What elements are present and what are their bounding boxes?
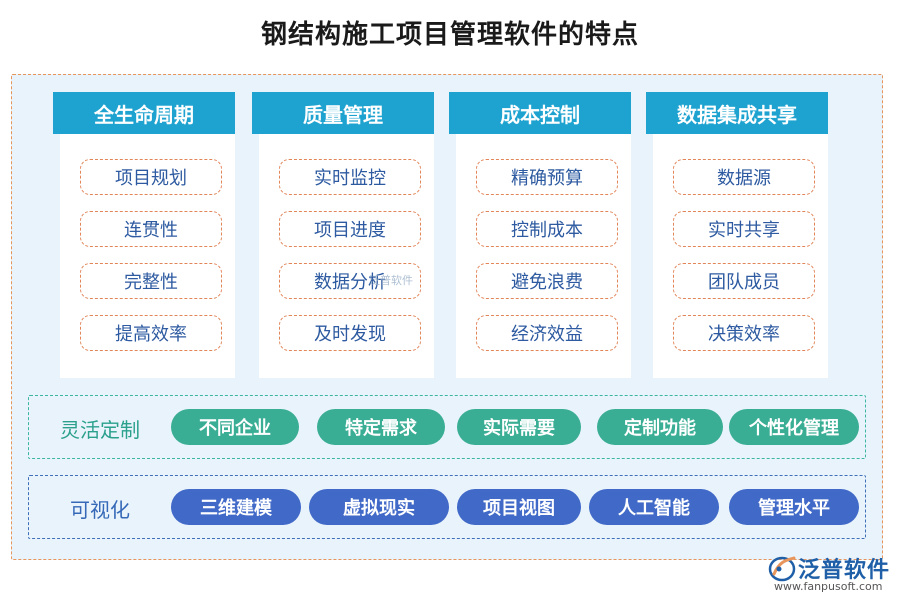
customization-label: 灵活定制 (60, 417, 140, 442)
panel-cost: 成本控制 精确预算 控制成本 避免浪费 经济效益 (449, 92, 631, 378)
panel-item: 项目进度 (279, 211, 421, 247)
panel-item: 实时监控 (279, 159, 421, 195)
panel-data-sharing: 数据集成共享 数据源 实时共享 团队成员 决策效率 (646, 92, 828, 378)
panel-item: 连贯性 (80, 211, 222, 247)
customization-pill: 定制功能 (597, 409, 723, 445)
panel-item: 精确预算 (476, 159, 618, 195)
panel-item: 项目规划 (80, 159, 222, 195)
customization-pill: 实际需要 (457, 409, 581, 445)
panel-item: 团队成员 (673, 263, 815, 299)
panel-item: 决策效率 (673, 315, 815, 351)
brand-logo: 泛普软件 www.fanpusoft.com (768, 552, 894, 596)
panel-item: 数据源 (673, 159, 815, 195)
customization-pill: 不同企业 (171, 409, 299, 445)
panel-item: 避免浪费 (476, 263, 618, 299)
panel-heading: 全生命周期 (53, 92, 235, 134)
visualization-label: 可视化 (70, 497, 130, 522)
panel-item: 提高效率 (80, 315, 222, 351)
panel-item: 数据分析 (279, 263, 421, 299)
visualization-pill: 管理水平 (729, 489, 859, 525)
visualization-pill: 虚拟现实 (309, 489, 449, 525)
panel-item: 经济效益 (476, 315, 618, 351)
visualization-pill: 三维建模 (171, 489, 301, 525)
visualization-pill: 人工智能 (589, 489, 719, 525)
panel-lifecycle: 全生命周期 项目规划 连贯性 完整性 提高效率 (53, 92, 235, 378)
panel-item: 实时共享 (673, 211, 815, 247)
fanpu-logo-icon (768, 556, 796, 582)
visualization-pill: 项目视图 (457, 489, 581, 525)
watermark: 泛普软件 (369, 274, 413, 287)
page-title: 钢结构施工项目管理软件的特点 (260, 20, 639, 50)
customization-pill: 特定需求 (317, 409, 445, 445)
logo-name: 泛普软件 (798, 558, 891, 583)
panel-heading: 数据集成共享 (646, 92, 828, 134)
customization-row: 灵活定制 不同企业 特定需求 实际需要 定制功能 个性化管理 (28, 395, 866, 459)
panel-quality: 质量管理 实时监控 项目进度 数据分析 及时发现 (252, 92, 434, 378)
panel-item: 控制成本 (476, 211, 618, 247)
customization-pill: 个性化管理 (729, 409, 859, 445)
panel-heading: 成本控制 (449, 92, 631, 134)
panel-item: 完整性 (80, 263, 222, 299)
panel-heading: 质量管理 (252, 92, 434, 134)
visualization-row: 可视化 三维建模 虚拟现实 项目视图 人工智能 管理水平 (28, 475, 866, 539)
panel-item: 及时发现 (279, 315, 421, 351)
logo-url: www.fanpusoft.com (774, 580, 883, 593)
